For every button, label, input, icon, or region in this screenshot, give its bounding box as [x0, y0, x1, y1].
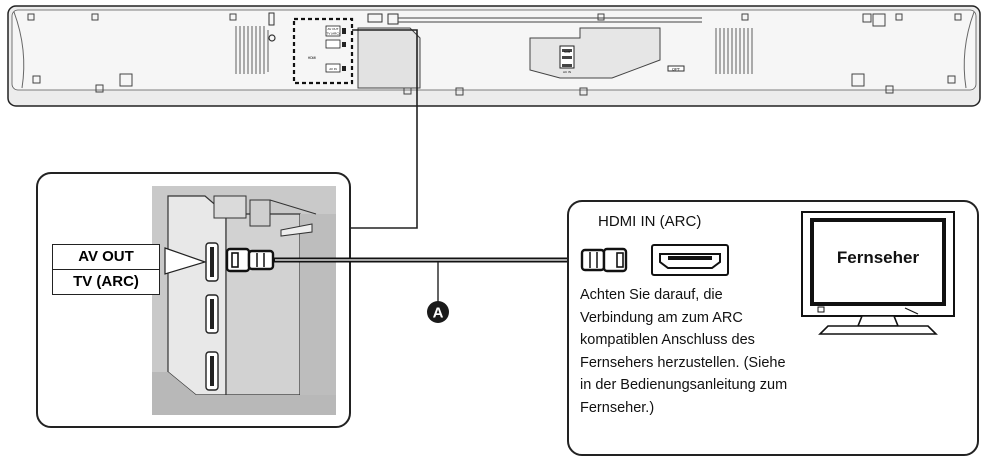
note-line: in der Bedienungsanleitung zum	[580, 377, 788, 393]
note-line: kompatiblen Anschluss des	[580, 332, 755, 348]
cable-marker-a	[427, 301, 449, 323]
note-line: Fernseher.)	[580, 399, 655, 416]
tv-label: Fernseher	[836, 248, 920, 267]
closeup-panel	[36, 172, 351, 428]
note-line: Verbindung am zum ARC	[580, 309, 743, 326]
port-label-tv-arc: TV (ARC)	[52, 269, 160, 295]
soundbar-rear: OPT SUB AC IN AV OUT TV (ARC) HDMI AV IN	[7, 5, 981, 107]
tiny-hdmi: HDMI	[308, 56, 316, 60]
tiny-av-in: AV IN	[329, 67, 337, 71]
tv-icon	[801, 211, 955, 335]
tv-panel	[567, 200, 979, 456]
note-line: Achten Sie darauf, die	[580, 287, 723, 303]
tiny-av-out: AV OUT	[328, 27, 339, 31]
hdmi-highlight-frame	[292, 17, 354, 85]
arc-note: Achten Sie darauf, die Verbindung am zum…	[580, 284, 840, 419]
tiny-tv-arc: TV (ARC)	[327, 32, 340, 36]
port-label-av-out: AV OUT	[52, 244, 160, 270]
leader-line	[348, 29, 418, 229]
hdmi-in-arc-title: HDMI IN (ARC)	[598, 213, 702, 230]
cable-marker-letter: A	[433, 305, 444, 322]
note-line: Fernsehers herzustellen. (Siehe	[580, 354, 786, 371]
sub-label: SUB	[564, 50, 570, 54]
ac-in-label: AC IN	[563, 70, 571, 74]
opt-label: OPT	[672, 67, 681, 72]
